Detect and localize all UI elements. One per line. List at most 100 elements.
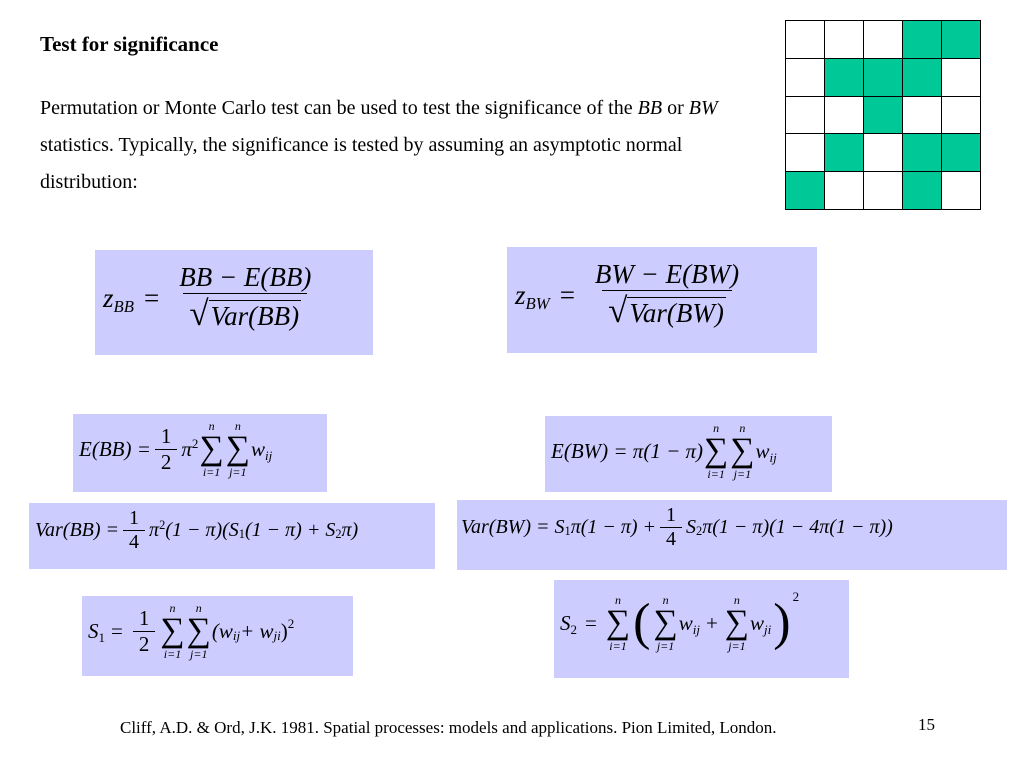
w-subscript: ij [264, 448, 273, 464]
sum-lower: j=1 [190, 647, 208, 661]
sqrt-icon: √ [189, 294, 209, 333]
frac-den: 2 [154, 448, 178, 475]
ji-subscript: ji [764, 622, 772, 638]
formula-s2: S2 = n∑i=1 ( n∑j=1 wij + n∑j=1 wji ) 2 [554, 580, 849, 678]
z-bw-numerator: BW − E(BW) [594, 259, 740, 289]
grid-cell [903, 172, 942, 210]
z-subscript: BW [525, 294, 550, 314]
sum-upper: n [208, 419, 215, 433]
pi-exponent: 2 [159, 518, 166, 533]
right-paren-icon: ) [773, 594, 791, 651]
var-bb-term-a: (1 − π)(S [165, 519, 239, 541]
frac-num: 1 [138, 605, 150, 630]
sum-j-icon: n∑j=1 [186, 601, 211, 661]
para-bb: BB [637, 97, 663, 119]
citation-footer: Cliff, A.D. & Ord, J.K. 1981. Spatial pr… [120, 718, 777, 737]
grid-cell [825, 21, 864, 59]
var-bw-lhs: Var(BW) = S [461, 516, 565, 538]
frac-den: 4 [123, 530, 146, 554]
join-count-grid [785, 20, 981, 210]
sum-i-icon: n∑i=1 [199, 419, 224, 479]
var-bb-term-c: π) [341, 519, 359, 541]
square-exponent: 2 [792, 589, 800, 604]
para-text-2: statistics. Typically, the significance … [40, 134, 683, 193]
pi-symbol: π [181, 436, 192, 461]
grid-cell [786, 58, 825, 97]
grid-cell [786, 21, 825, 59]
pi-symbol: π [149, 519, 160, 541]
grid-cell [825, 134, 864, 173]
s-symbol: S [88, 618, 99, 643]
grid-cell [864, 172, 903, 210]
slide-title: Test for significance [40, 32, 219, 56]
z-bb-denominator: Var(BB) [208, 300, 302, 331]
z-subscript: BB [113, 297, 134, 317]
sqrt-icon: √ [608, 291, 628, 330]
z-bb-fraction: BB − E(BB) √Var(BB) [173, 262, 317, 334]
grid-cell [942, 172, 981, 210]
w-symbol: w [250, 436, 265, 461]
w-symbol: w [678, 610, 693, 635]
frac-num: 1 [160, 423, 172, 448]
sum-lower: i=1 [163, 647, 182, 661]
grid-cell [903, 96, 942, 135]
sum-upper: n [234, 419, 241, 433]
frac-den: 4 [660, 527, 683, 551]
grid-cell [825, 96, 864, 135]
equals-sign: = [585, 610, 597, 635]
sum-lower: i=1 [609, 639, 627, 653]
left-paren-icon: ( [633, 594, 651, 651]
sum-j-icon: n∑j=1 [730, 421, 755, 481]
sum-upper: n [739, 421, 746, 435]
grid-cell [786, 96, 825, 135]
close-paren: ) [280, 618, 288, 643]
grid-cell [903, 58, 942, 97]
s-subscript: 1 [98, 630, 106, 646]
grid-cell [864, 96, 903, 135]
z-bw-denominator: Var(BW) [627, 297, 726, 328]
para-or: or [662, 97, 689, 119]
sum-lower: j=1 [733, 467, 752, 481]
grid-cell [864, 134, 903, 173]
para-text-1: Permutation or Monte Carlo test can be u… [40, 97, 638, 119]
s1-subscript: 1 [564, 524, 571, 539]
pi-exponent: 2 [191, 436, 199, 452]
grid-cell [942, 58, 981, 97]
page-number: 15 [918, 715, 935, 734]
sum-lower: j=1 [229, 465, 247, 479]
equals-sign: = [559, 279, 575, 310]
intro-paragraph: Permutation or Monte Carlo test can be u… [40, 90, 760, 201]
grid-cell [942, 134, 981, 173]
grid-cell [903, 21, 942, 59]
plus-sign: + [705, 610, 718, 635]
sum-lower: j=1 [656, 639, 675, 653]
w-subscript: ij [769, 450, 777, 466]
s1-body-a: (w [211, 618, 233, 643]
grid-cell [825, 58, 864, 97]
sum-j2-icon: n∑j=1 [724, 593, 750, 653]
e-bb-lhs: E(BB) = [79, 436, 151, 461]
grid-cell [786, 134, 825, 173]
ji-subscript: ji [273, 627, 281, 643]
var-bw-rest: π(1 − π)(1 − 4π(1 − π)) [702, 516, 893, 538]
frac-num: 1 [129, 507, 140, 529]
sum-j-icon: n∑j=1 [225, 419, 250, 479]
formula-z-bb: zBB = BB − E(BB) √Var(BB) [95, 250, 373, 355]
w-symbol: w [750, 610, 765, 635]
formula-z-bw: zBW = BW − E(BW) √Var(BW) [507, 247, 817, 353]
var-bb-term-b: (1 − π) + S [244, 519, 336, 541]
grid-cell [942, 96, 981, 135]
grid-cell [786, 172, 825, 210]
s2-subscript: 2 [335, 527, 342, 542]
sum-lower: i=1 [707, 467, 725, 481]
sum-lower: j=1 [728, 639, 746, 653]
frac-den: 2 [132, 630, 156, 657]
z-bb-numerator: BB − E(BB) [179, 262, 312, 292]
grid-cell [903, 134, 942, 173]
